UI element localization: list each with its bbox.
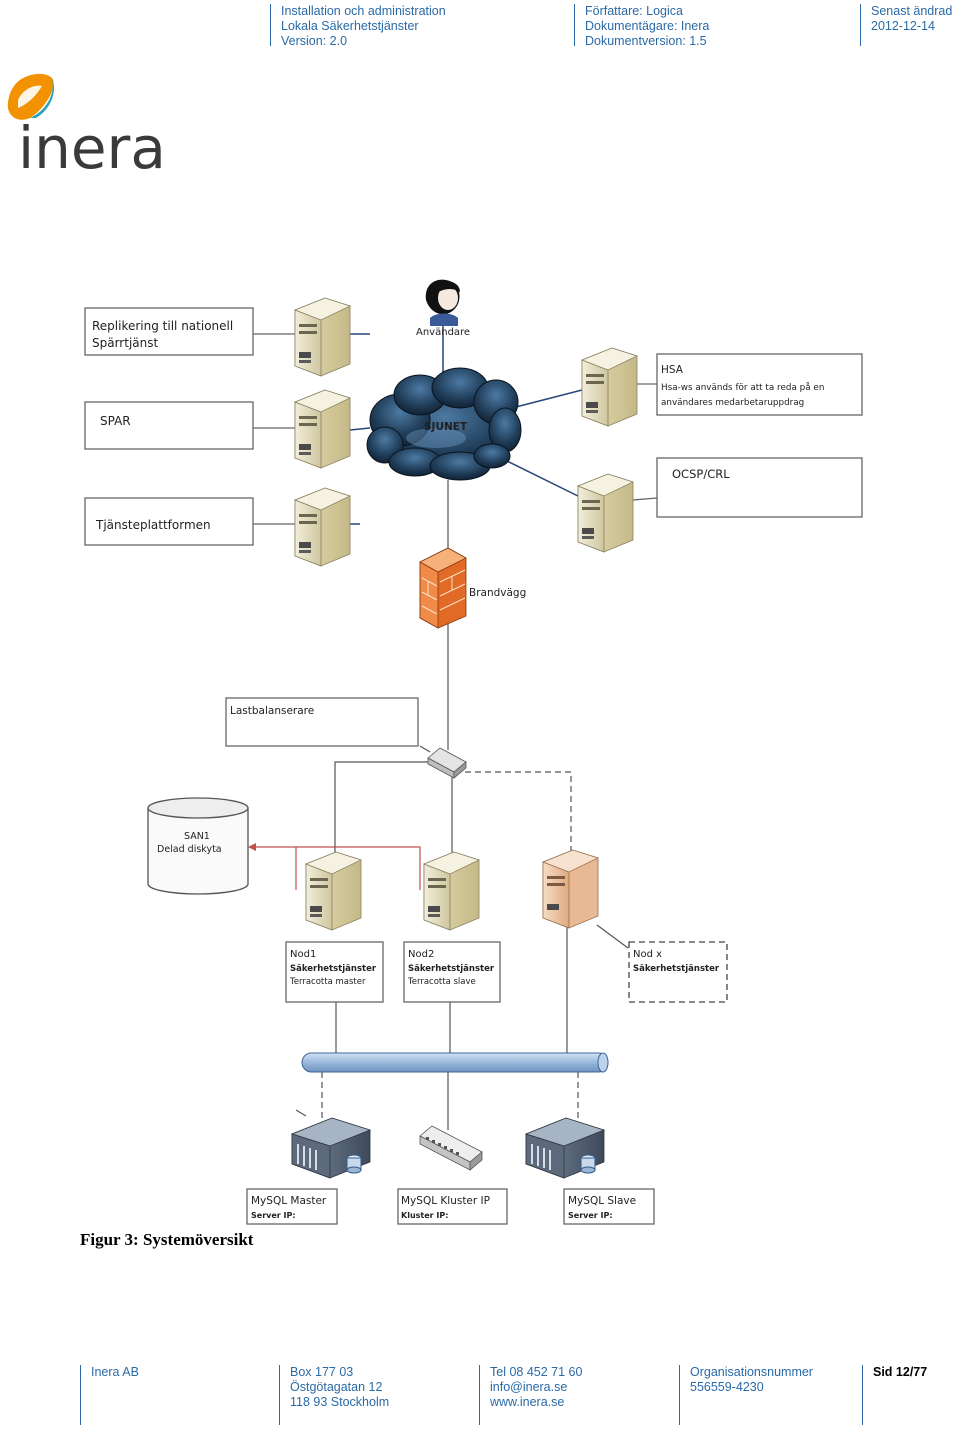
- nod2-line2: Terracotta slave: [407, 977, 476, 987]
- sjunet-label: SJUNET: [424, 421, 468, 433]
- footer-org-number: 556559-4230: [690, 1380, 764, 1394]
- header-doc-subtitle: Lokala Säkerhetstjänster: [281, 19, 419, 33]
- firewall-icon: [419, 547, 467, 629]
- footer-contact: Tel 08 452 71 60 info@inera.se www.inera…: [479, 1365, 582, 1425]
- ocsp-label: OCSP/CRL: [672, 467, 730, 481]
- footer-address-box: Box 177 03: [290, 1365, 354, 1379]
- network-switch-icon: [419, 1125, 483, 1171]
- server-ocsp-icon: [577, 473, 634, 553]
- mysql-slave-sub: Server IP:: [568, 1211, 613, 1220]
- nod2-line1: Säkerhetstjänster: [408, 964, 495, 974]
- hsa-title: HSA: [661, 364, 684, 376]
- server-nod1-icon: [305, 851, 362, 931]
- server-nod2-icon: [423, 851, 480, 931]
- footer-address: Box 177 03 Östgötagatan 12 118 93 Stockh…: [279, 1365, 389, 1425]
- mysql-kluster-sub: Kluster IP:: [401, 1211, 448, 1220]
- mysql-slave-box: MySQL Slave Server IP:: [563, 1188, 655, 1225]
- replikering-label-line2: Spärrtjänst: [92, 336, 158, 350]
- san-title: SAN1: [184, 831, 210, 842]
- replikering-box: Replikering till nationell Spärrtjänst: [84, 307, 295, 356]
- load-balancer-icon: [427, 747, 467, 779]
- footer-org: Organisationsnummer 556559-4230: [679, 1365, 813, 1425]
- mysql-kluster-box: MySQL Kluster IP Kluster IP:: [397, 1188, 508, 1225]
- footer-company-name: Inera AB: [91, 1365, 139, 1379]
- mysql-master-box: MySQL Master Server IP:: [246, 1188, 338, 1225]
- figure-caption: Figur 3: Systemöversikt: [80, 1230, 254, 1249]
- network-bus-icon: [301, 1052, 609, 1073]
- nodx-line1: Säkerhetstjänster: [633, 964, 720, 974]
- logo-wordmark: inera: [18, 114, 166, 182]
- spar-box: SPAR: [84, 401, 295, 450]
- inera-logo: inera: [7, 73, 166, 182]
- nod1-box: Nod1 Säkerhetstjänster Terracotta master: [285, 941, 384, 1003]
- hsa-box: HSA Hsa-ws används för att ta reda på en…: [637, 353, 863, 416]
- nodx-title: Nod x: [633, 949, 662, 960]
- server-replikering-icon: [294, 297, 351, 377]
- footer-page-number: Sid 12/77: [873, 1365, 928, 1379]
- nodx-box: Nod x Säkerhetstjänster: [628, 941, 728, 1003]
- nod2-box: Nod2 Säkerhetstjänster Terracotta slave: [403, 941, 501, 1003]
- footer-email: info@inera.se: [490, 1380, 568, 1394]
- firewall-label: Brandvägg: [469, 587, 526, 599]
- mysql-slave-title: MySQL Slave: [568, 1195, 636, 1207]
- nod1-line1: Säkerhetstjänster: [290, 964, 377, 974]
- lastbalanserare-box: Lastbalanserare: [225, 697, 419, 747]
- header-date: 2012-12-14: [871, 19, 935, 33]
- footer-org-label: Organisationsnummer: [690, 1365, 813, 1379]
- server-nodx-icon: [542, 849, 599, 929]
- san-subtitle: Delad diskyta: [157, 844, 222, 855]
- header-author-info: Författare: Logica Dokumentägare: Inera …: [574, 4, 710, 48]
- sjunet-cloud-icon: [366, 367, 522, 481]
- header-doc-title: Installation och administration: [281, 4, 446, 18]
- hsa-desc-line1: Hsa-ws används för att ta reda på en: [661, 382, 824, 393]
- ocsp-box: OCSP/CRL: [632, 457, 863, 518]
- mysql-master-server-icon: [291, 1117, 371, 1179]
- server-spar-icon: [294, 389, 351, 469]
- server-tjansteplattformen-icon: [294, 487, 351, 567]
- header-author: Författare: Logica: [585, 4, 683, 18]
- spar-label: SPAR: [100, 414, 131, 428]
- footer-address-city: 118 93 Stockholm: [290, 1395, 390, 1409]
- footer-phone: Tel 08 452 71 60: [490, 1365, 583, 1379]
- header-doc-revision: Dokumentversion: 1.5: [585, 34, 707, 48]
- mysql-kluster-title: MySQL Kluster IP: [401, 1195, 490, 1207]
- lastbalanserare-label: Lastbalanserare: [230, 705, 314, 717]
- san-storage-icon: [147, 797, 249, 895]
- tjansteplattformen-label: Tjänsteplattformen: [95, 518, 211, 532]
- footer-company: Inera AB: [80, 1365, 139, 1425]
- header-doc-version: Version: 2.0: [281, 34, 348, 48]
- mysql-master-sub: Server IP:: [251, 1211, 296, 1220]
- nod1-title: Nod1: [290, 949, 316, 960]
- footer-website: www.inera.se: [490, 1395, 565, 1409]
- hsa-desc-line2: användares medarbetaruppdrag: [661, 398, 804, 408]
- footer-page: Sid 12/77: [862, 1365, 927, 1425]
- mysql-slave-server-icon: [525, 1117, 605, 1179]
- header-date-info: Senast ändrad 2012-12-14: [860, 4, 952, 46]
- header-date-label: Senast ändrad: [871, 4, 953, 18]
- footer-address-street: Östgötagatan 12: [290, 1380, 383, 1394]
- user-label: Användare: [416, 327, 470, 338]
- nod2-title: Nod2: [408, 949, 434, 960]
- mysql-master-title: MySQL Master: [251, 1195, 327, 1207]
- header-owner: Dokumentägare: Inera: [585, 19, 710, 33]
- user-icon: [425, 279, 460, 326]
- header-doc-info: Installation och administration Lokala S…: [270, 4, 446, 48]
- tjansteplattformen-box: Tjänsteplattformen: [84, 497, 295, 546]
- replikering-label-line1: Replikering till nationell: [92, 319, 233, 333]
- server-hsa-icon: [581, 347, 638, 427]
- nod1-line2: Terracotta master: [289, 977, 366, 987]
